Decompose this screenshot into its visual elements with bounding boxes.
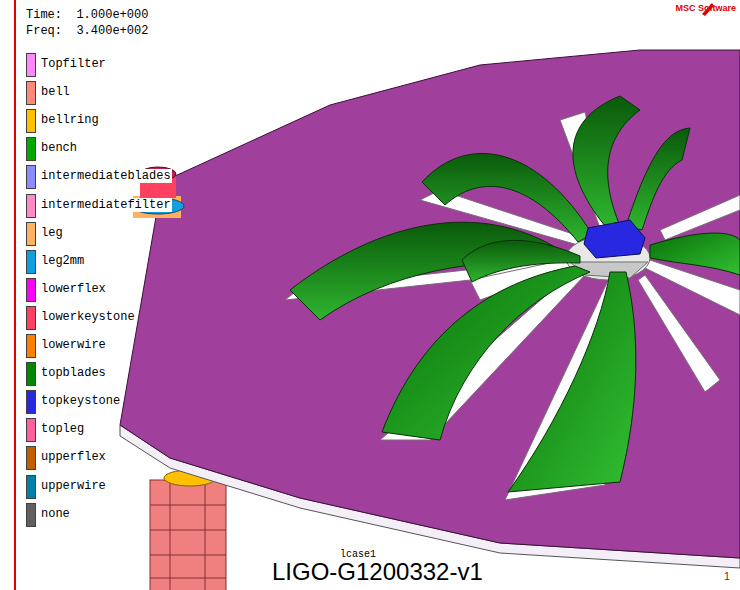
legend-text: lowerwire [40, 338, 107, 352]
legend-text: leg [40, 226, 64, 240]
legend-text: leg2mm [40, 254, 85, 268]
legend-text: bell [40, 85, 71, 99]
legend-swatch [26, 362, 36, 386]
time-readout: Time: 1.000e+000 [26, 8, 148, 22]
legend-swatch [26, 446, 36, 470]
frequency-readout: Freq: 3.400e+002 [26, 24, 148, 38]
legend-swatch [26, 109, 36, 133]
legend-text: lowerflex [40, 282, 107, 296]
legend-swatch [26, 278, 36, 302]
software-logo: MSC Software [675, 3, 736, 13]
legend-text: bench [40, 141, 78, 155]
legend-text: none [40, 507, 71, 521]
legend-swatch [26, 250, 36, 274]
legend-text: topblades [40, 366, 107, 380]
legend-swatch [26, 306, 36, 330]
legend-swatch [26, 137, 36, 161]
viewport-number: 1 [724, 570, 730, 582]
legend-text: topleg [40, 422, 85, 436]
legend-text: bellring [40, 113, 100, 127]
legend-text: lowerkeystone [40, 310, 136, 324]
legend-swatch [26, 503, 36, 527]
legend-swatch [26, 194, 36, 218]
legend-text: upperwire [40, 479, 107, 493]
legend-swatch [26, 475, 36, 499]
legend-text: intermediateblades [40, 169, 172, 183]
legend-swatch [26, 390, 36, 414]
legend-swatch [26, 81, 36, 105]
legend-swatch [26, 222, 36, 246]
legend-swatch [26, 334, 36, 358]
document-number: LIGO-G1200332-v1 [272, 558, 483, 586]
legend-text: topkeystone [40, 394, 121, 408]
legend-swatch [26, 165, 36, 189]
legend-swatch [26, 53, 36, 77]
legend-swatch [26, 418, 36, 442]
legend-text: Topfilter [40, 57, 107, 71]
legend-text: intermediatefilter [40, 198, 172, 212]
legend-text: upperflex [40, 450, 107, 464]
